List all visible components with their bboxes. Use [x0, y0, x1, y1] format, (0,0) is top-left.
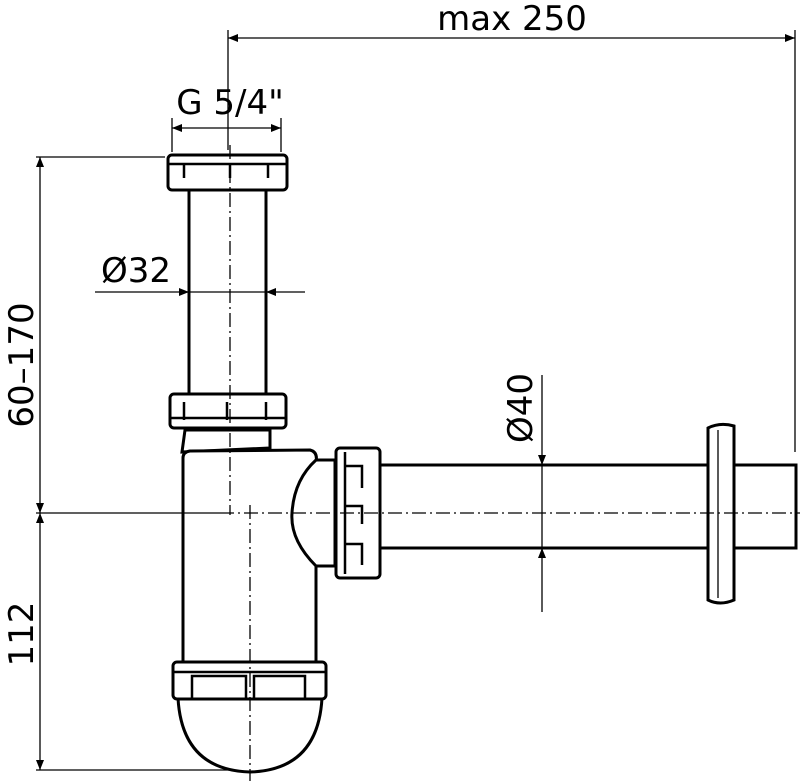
- inlet-diameter-label: Ø32: [101, 251, 171, 291]
- height-range-label: 60–170: [2, 302, 42, 427]
- trap-height-label: 112: [2, 602, 42, 667]
- trap-body: [171, 428, 337, 774]
- max-length-label: max 250: [437, 0, 587, 39]
- outlet-pipe: [376, 422, 798, 605]
- outlet-diameter-label: Ø40: [501, 373, 541, 443]
- thread-label: G 5/4": [176, 83, 284, 123]
